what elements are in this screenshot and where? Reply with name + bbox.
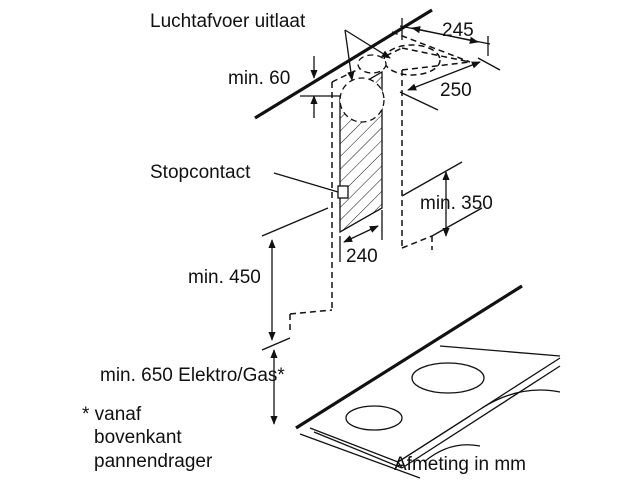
- burner-4: [423, 444, 481, 463]
- socket-label: Stopcontact: [150, 162, 251, 183]
- cooktop: [295, 284, 561, 479]
- burner-1: [411, 362, 485, 394]
- footnote-line-1: * vanaf: [82, 404, 142, 425]
- air-outlet-label: Luchtafvoer uitlaat: [150, 11, 306, 32]
- dim-240-label: 240: [346, 246, 378, 267]
- air-outlet-opening: [339, 77, 385, 123]
- burner-2: [345, 405, 403, 431]
- dim-245-label: 245: [442, 20, 474, 41]
- footnote-line-2: bovenkant: [94, 427, 182, 448]
- min-650-label: min. 650 Elektro/Gas*: [100, 365, 285, 386]
- dim-250-label: 250: [440, 80, 472, 101]
- units-label: Afmeting in mm: [394, 454, 526, 475]
- min-350-label: min. 350: [420, 193, 493, 214]
- socket-icon: [337, 185, 349, 199]
- min-60-label: min. 60: [228, 68, 290, 89]
- min-450-label: min. 450: [188, 267, 261, 288]
- burner-3: [481, 389, 561, 409]
- footnote-line-3: pannendrager: [94, 451, 213, 472]
